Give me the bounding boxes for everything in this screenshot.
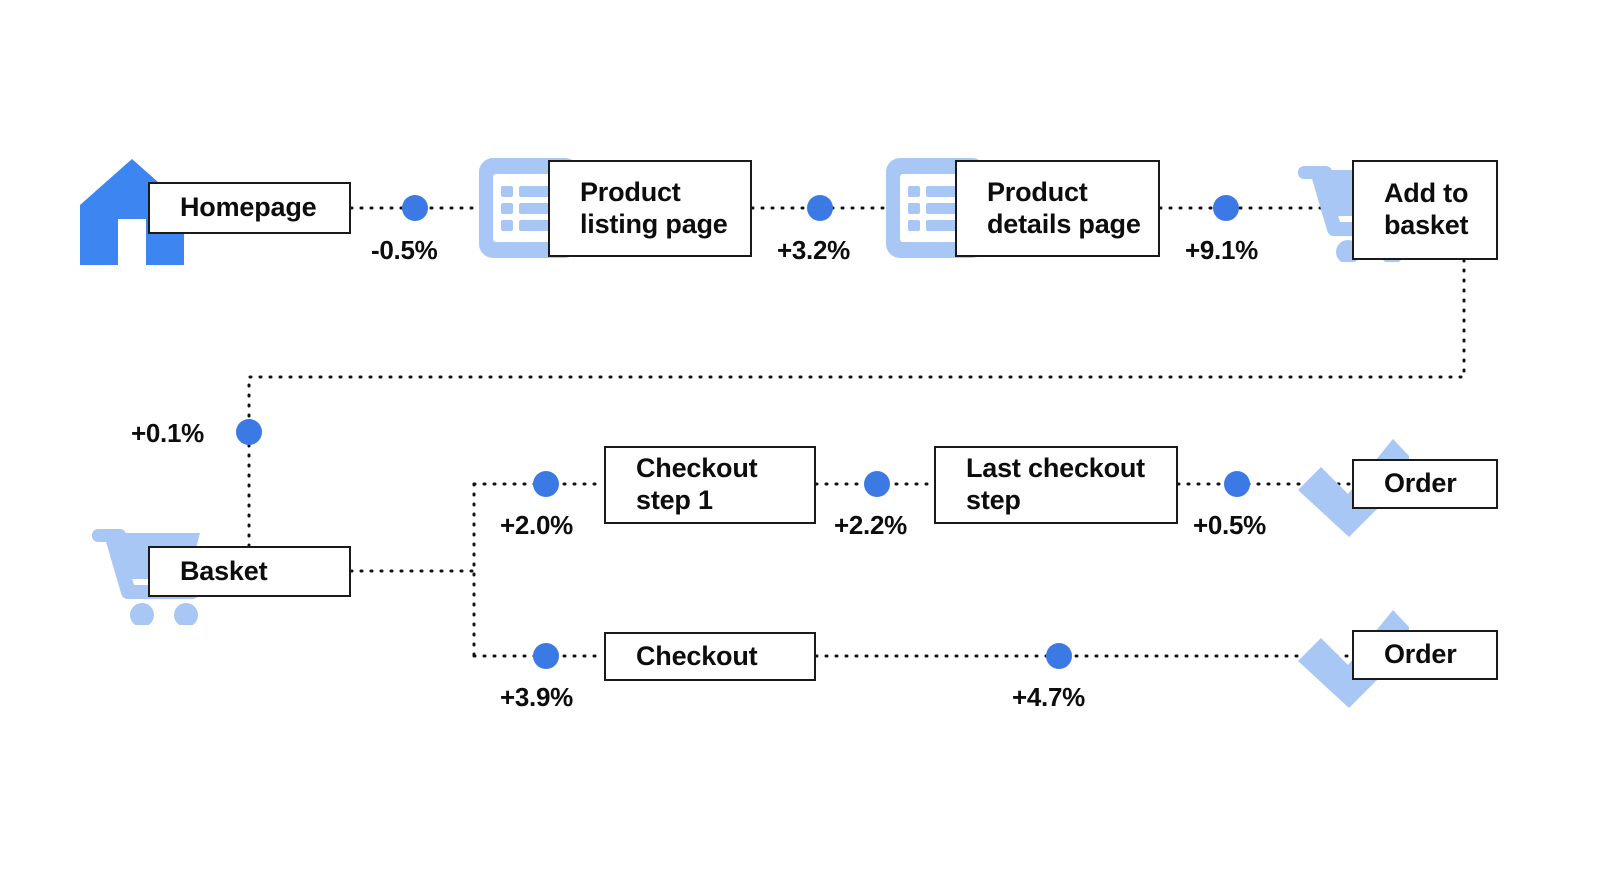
node-label: Order xyxy=(1384,468,1457,499)
node-basket[interactable]: Basket xyxy=(148,546,351,597)
transition-value: +4.7% xyxy=(1012,682,1085,712)
node-label: Checkout step 1 xyxy=(636,453,758,515)
node-product-listing-page[interactable]: Product listing page xyxy=(548,160,752,257)
node-label: Basket xyxy=(180,555,268,586)
node-label: Checkout xyxy=(636,640,758,671)
node-product-details-page[interactable]: Product details page xyxy=(955,160,1160,257)
wire-add-to-basket-to-basket xyxy=(247,258,1466,548)
node-add-to-basket[interactable]: Add to basket xyxy=(1352,160,1498,260)
transition-value: +0.1% xyxy=(131,418,204,448)
node-label: Product listing page xyxy=(580,176,728,239)
transition-value: +2.2% xyxy=(834,510,907,540)
transition-dot[interactable] xyxy=(236,419,262,445)
transition-dot[interactable] xyxy=(807,195,833,221)
transition-value: +3.9% xyxy=(500,682,573,712)
transition-value: +2.0% xyxy=(500,510,573,540)
node-label: Order xyxy=(1384,639,1457,670)
node-checkout-step-1[interactable]: Checkout step 1 xyxy=(604,446,816,524)
transition-dot[interactable] xyxy=(533,643,559,669)
node-homepage[interactable]: Homepage xyxy=(148,182,351,234)
transition-value: +3.2% xyxy=(777,235,850,265)
transition-value: -0.5% xyxy=(371,235,438,265)
node-label: Last checkout step xyxy=(966,453,1145,515)
node-label: Homepage xyxy=(180,192,317,223)
node-last-checkout-step[interactable]: Last checkout step xyxy=(934,446,1178,524)
transition-dot[interactable] xyxy=(1224,471,1250,497)
transition-dot[interactable] xyxy=(1046,643,1072,669)
transition-dot[interactable] xyxy=(402,195,428,221)
node-checkout[interactable]: Checkout xyxy=(604,632,816,681)
node-label: Add to basket xyxy=(1384,178,1469,240)
node-label: Product details page xyxy=(987,176,1141,239)
transition-dot[interactable] xyxy=(864,471,890,497)
transition-value: +0.5% xyxy=(1193,510,1266,540)
node-order-bottom[interactable]: Order xyxy=(1352,630,1498,680)
node-order-top[interactable]: Order xyxy=(1352,459,1498,509)
transition-dot[interactable] xyxy=(533,471,559,497)
transition-dot[interactable] xyxy=(1213,195,1239,221)
transition-value: +9.1% xyxy=(1185,235,1258,265)
